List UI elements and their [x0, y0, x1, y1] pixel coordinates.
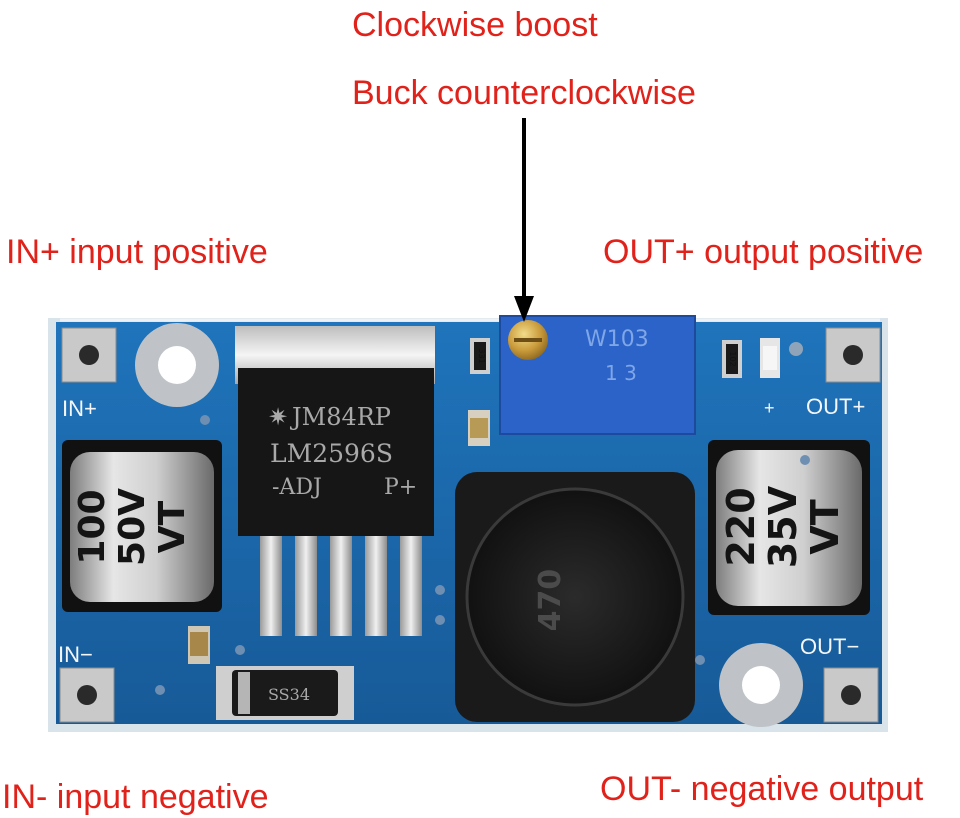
- small-smd-part: [188, 626, 210, 664]
- chip-marking-lot: JM84RP: [289, 403, 391, 431]
- in-plus-pad: [61, 327, 117, 383]
- output-cap-voltage: 35V: [761, 485, 805, 568]
- chip-logo-icon: ✷: [268, 403, 288, 431]
- silk-out-plus: OUT+: [806, 394, 865, 419]
- output-cap-value: 220: [719, 487, 763, 566]
- in-minus-pad: [59, 667, 115, 723]
- chip-marking-package: P+: [384, 475, 417, 500]
- silk-led-plus: +: [764, 398, 775, 418]
- chip-marking-adj: -ADJ: [272, 475, 322, 500]
- resistor-102: 102: [722, 340, 742, 378]
- clockwise-boost-label: Clockwise boost: [352, 6, 598, 44]
- mounting-hole-top-left: [135, 323, 219, 407]
- resistor-102-marking: 102: [728, 351, 737, 366]
- output-cap-brand: VT: [803, 499, 847, 554]
- schottky-diode: SS34: [216, 666, 354, 720]
- silk-in-minus: IN−: [58, 642, 93, 667]
- input-cap-voltage: 50V: [112, 488, 153, 566]
- silk-out-minus: OUT−: [800, 634, 859, 659]
- input-cap-value: 100: [72, 489, 113, 564]
- mounting-hole-bottom-right: [719, 643, 803, 727]
- diode-marking: SS34: [268, 685, 310, 704]
- input-negative-label: IN- input negative: [2, 778, 269, 816]
- out-plus-pad: [825, 327, 881, 383]
- output-capacitor: 220 35V VT: [708, 440, 870, 615]
- status-led: [760, 338, 780, 378]
- pot-marking-code: W103: [585, 327, 649, 352]
- regulator-chip: ✷ JM84RP LM2596S -ADJ P+: [235, 326, 435, 636]
- pot-marking-sub: 1 3: [605, 361, 637, 385]
- resistor-331: 331: [470, 338, 490, 374]
- chip-marking-part: LM2596S: [270, 439, 393, 468]
- resistor-331-marking: 331: [477, 348, 486, 363]
- output-negative-label: OUT- negative output: [600, 770, 924, 808]
- output-positive-label: OUT+ output positive: [603, 233, 924, 271]
- input-positive-label: IN+ input positive: [6, 233, 268, 271]
- buck-counterclockwise-label: Buck counterclockwise: [352, 74, 696, 112]
- input-capacitor: 100 50V VT: [62, 440, 222, 612]
- inductor-marking: 470: [533, 569, 568, 632]
- inductor: 470: [455, 472, 695, 722]
- input-cap-brand: VT: [152, 500, 193, 553]
- test-point: [789, 342, 803, 356]
- silk-in-plus: IN+: [62, 396, 97, 421]
- trim-potentiometer: W103 1 3: [499, 315, 696, 435]
- pcb-vias: [155, 415, 810, 695]
- ceramic-capacitor: [468, 410, 490, 446]
- arrow-to-adjustment-screw: [514, 118, 534, 322]
- out-minus-pad: [823, 667, 879, 723]
